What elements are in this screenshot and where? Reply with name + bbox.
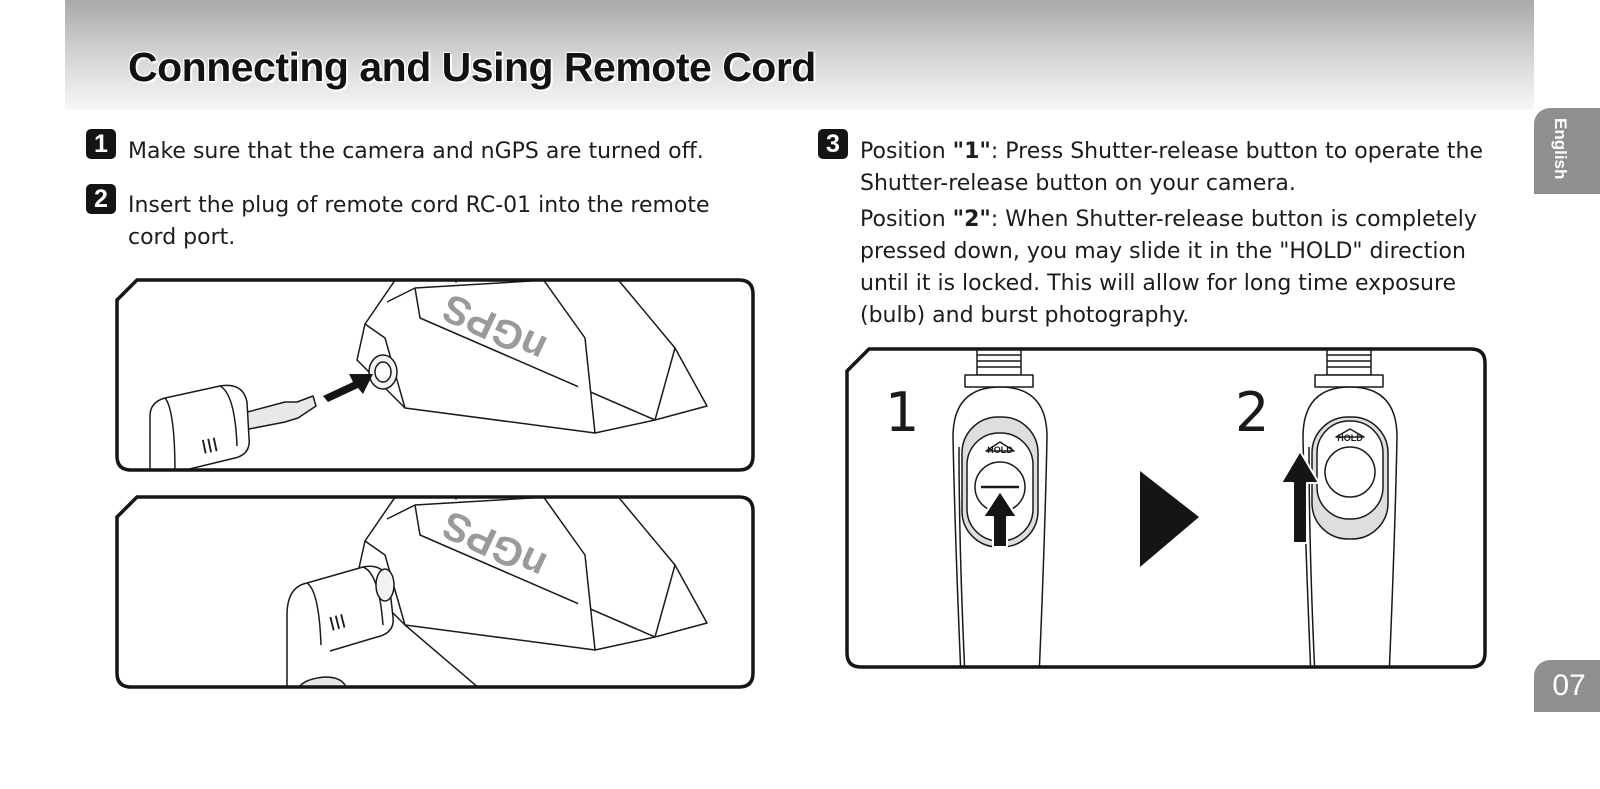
remote-cord-position-2: HOLD — [1280, 349, 1398, 667]
position-2-label: 2 — [1235, 381, 1269, 444]
remote-cord-position-1: HOLD — [952, 349, 1048, 667]
language-label: English — [1551, 118, 1570, 180]
step-2-text: Insert the plug of remote cord RC-01 int… — [128, 190, 710, 254]
step-3-p1-line-2: Shutter-release button on your camera. — [860, 171, 1296, 196]
step-3-p1-bold: "1" — [952, 139, 991, 164]
step-1-text: Make sure that the camera and nGPS are t… — [128, 139, 704, 164]
plug-grip-marking: III — [327, 610, 348, 635]
step-3-p2-line-2: pressed down, you may slide it in the "H… — [860, 239, 1466, 264]
push-up-arrow — [982, 490, 1018, 548]
insert-direction-arrow — [323, 374, 373, 402]
hold-label: HOLD — [987, 445, 1013, 455]
page-title: Connecting and Using Remote Cord — [128, 44, 816, 90]
step-3-position-2-text: Position "2": When Shutter-release butto… — [860, 204, 1477, 332]
step-2-line-1: Insert the plug of remote cord RC-01 int… — [128, 193, 710, 218]
ngps-device — [356, 497, 708, 687]
step-3-badge: 3 — [818, 129, 848, 159]
plug-inserted-illustration: nGPS III — [115, 495, 755, 689]
step-3-p1-prefix: Position — [860, 139, 953, 164]
remote-cord-port — [368, 354, 398, 390]
step-3-p2-line-1: : When Shutter-release button is complet… — [990, 207, 1477, 232]
step-3-p1-line-1: : Press Shutter-release button to operat… — [990, 139, 1484, 164]
rc-01-plug: III — [149, 384, 317, 470]
step-2-line-2: cord port. — [128, 225, 236, 250]
step-1-badge: 1 — [86, 129, 116, 159]
step-3-p2-line-3: until it is locked. This will allow for … — [860, 271, 1457, 296]
language-tab: English — [1534, 108, 1600, 194]
remote-cord-positions-illustration: 1 2 HOLD HO — [845, 347, 1487, 669]
hold-label: HOLD — [1337, 433, 1363, 443]
header-band — [65, 0, 1534, 110]
page-number: 07 — [1534, 660, 1600, 712]
step-3-p2-line-4: (bulb) and burst photography. — [860, 303, 1190, 328]
step-2-badge: 2 — [86, 184, 116, 214]
plug-insertion-illustration: nGPS III — [115, 278, 755, 472]
plug-grip-marking: III — [199, 434, 220, 459]
rc-01-plug: III — [286, 565, 395, 687]
slide-hold-arrow — [1280, 450, 1320, 544]
position-1-label: 1 — [885, 381, 919, 444]
step-3-p2-bold: "2" — [952, 207, 991, 232]
step-3-p2-prefix: Position — [860, 207, 953, 232]
step-3-position-1-text: Position "1": Press Shutter-release butt… — [860, 136, 1483, 200]
next-step-arrow — [1140, 471, 1199, 567]
